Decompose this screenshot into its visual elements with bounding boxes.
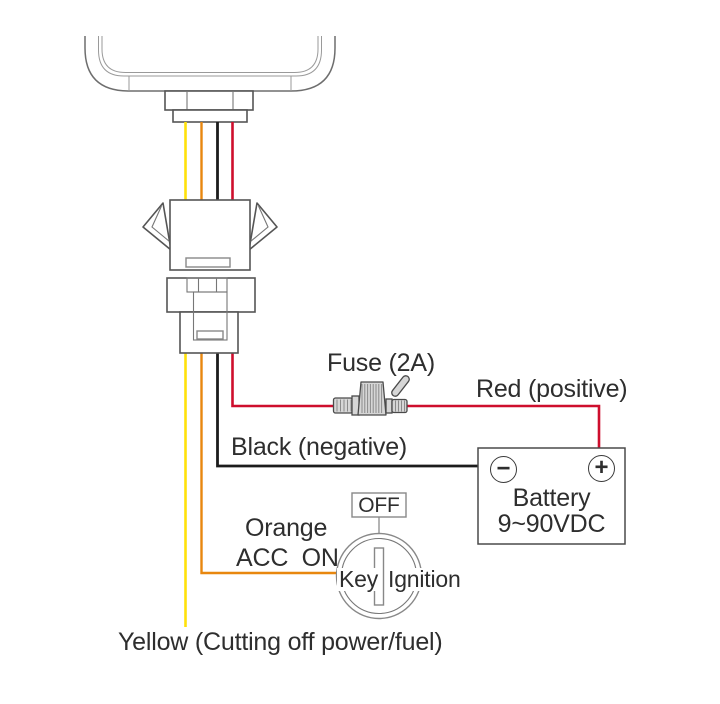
fuse-label: Fuse (2A) [327,349,435,377]
acc-on-label: ACC ON [236,544,339,572]
orange-wire-label: Orange [245,514,328,542]
connector-upper [142,199,278,271]
ignition-label: Ignition [386,566,463,592]
plus-terminal-icon: + [588,454,615,482]
black-wire [216,122,478,468]
red-wire-label: Red (positive) [476,375,628,403]
tracker-device-outline [84,36,336,123]
battery-name-label: Battery [512,484,591,512]
connector-lower [166,277,256,354]
black-wire-label: Black (negative) [231,433,408,461]
off-label: OFF [358,494,400,517]
plus-glyph: + [594,454,609,481]
battery-voltage-label: 9~90VDC [497,510,606,538]
connector-left-wing [142,202,172,251]
key-label: Key [337,566,381,592]
device-stub-lower [172,109,248,123]
minus-glyph: − [496,455,511,482]
fuse-icon [332,375,410,416]
off-position-tag [351,492,407,533]
connector-right-wing [248,202,278,251]
device-stub-upper [164,90,254,111]
yellow-wire-label: Yellow (Cutting off power/fuel) [118,628,443,656]
minus-terminal-icon: − [490,455,517,483]
